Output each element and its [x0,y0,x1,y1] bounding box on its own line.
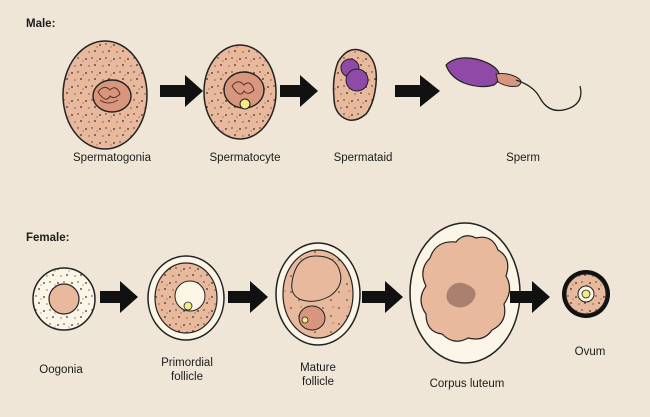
arrow-female-1 [100,281,138,313]
arrow-male-1 [160,75,203,107]
label-sperm: Sperm [506,152,540,164]
oogonia-cell [32,267,96,331]
spermatocyte-cell [203,44,277,140]
label-oogonia: Oogonia [39,364,83,376]
arrow-female-2 [228,281,268,313]
spermatogonia-cell [62,40,148,150]
spermataid-cell [332,48,378,121]
arrow-female-3 [362,281,403,313]
label-corpus-luteum: Corpus luteum [429,378,505,390]
corpus-luteum-cell [409,222,521,364]
label-primordial-follicle: Primordial follicle [161,357,213,383]
label-spermatogonia: Spermatogonia [73,152,151,164]
female-title: Female: [26,232,70,244]
primordial-follicle-cell [147,255,225,341]
sperm-cell [445,57,582,112]
arrow-male-3 [395,75,440,107]
label-mature-follicle: Mature follicle [300,362,336,388]
label-ovum: Ovum [574,346,606,358]
label-spermataid: Spermataid [333,152,393,164]
label-spermatocyte: Spermatocyte [209,152,281,164]
arrow-male-2 [280,75,318,107]
ovum-cell [562,270,610,318]
male-title: Male: [26,18,56,30]
arrow-female-4 [510,281,550,313]
mature-follicle-cell [275,242,361,346]
